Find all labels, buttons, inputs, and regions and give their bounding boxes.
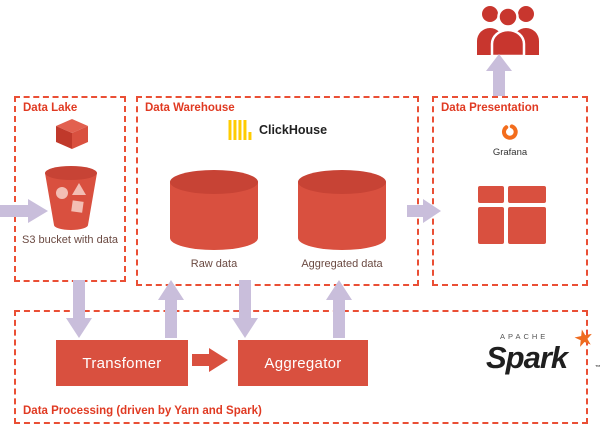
data-presentation-box: Data Presentation Grafana <box>432 96 588 286</box>
aggregated-data-caption: Aggregated data <box>301 258 383 270</box>
aggregated-data-cylinder-icon <box>298 170 386 250</box>
transformer-node: Transfomer <box>56 340 188 386</box>
aggregator-node: Aggregator <box>238 340 368 386</box>
clickhouse-label: ClickHouse <box>258 123 328 137</box>
raw-data-cylinder-icon <box>170 170 258 250</box>
arrow-s3-to-transformer <box>66 280 92 338</box>
data-lake-box: Data Lake S3 bucket with data <box>14 96 126 282</box>
grafana-flame-icon <box>502 124 518 140</box>
users-icon <box>477 6 539 56</box>
clickhouse-logo: ClickHouse <box>227 120 328 140</box>
data-processing-box: Data Processing (driven by Yarn and Spar… <box>14 310 588 424</box>
arrow-inflow-to-data-lake <box>0 199 48 223</box>
data-warehouse-box: Data Warehouse ClickHouse Raw data Agg <box>136 96 419 286</box>
spark-label: Spark <box>486 340 568 375</box>
arrow-transformer-to-raw-data <box>158 280 184 338</box>
data-warehouse-title: Data Warehouse <box>145 102 235 114</box>
dashboard-icon <box>478 186 546 244</box>
arrow-warehouse-to-presentation <box>407 199 441 223</box>
grafana-logo: Grafana <box>493 122 527 158</box>
spark-star-icon: ★ <box>572 326 595 352</box>
arrow-raw-data-to-aggregator <box>232 280 258 338</box>
grafana-label: Grafana <box>492 147 528 158</box>
data-processing-title: Data Processing (driven by Yarn and Spar… <box>23 405 262 417</box>
arrow-transformer-to-aggregator <box>192 348 228 372</box>
spark-wordmark: Spark★ ™ <box>486 326 600 375</box>
raw-data-caption: Raw data <box>190 258 238 270</box>
aws-s3-logo-icon <box>56 119 88 149</box>
spark-apache-label: APACHE <box>500 332 549 341</box>
spark-logo: APACHE Spark★ ™ <box>486 326 600 375</box>
clickhouse-bars-icon <box>227 120 251 140</box>
data-lake-title: Data Lake <box>23 102 78 114</box>
arrow-aggregator-to-aggregated-data <box>326 280 352 338</box>
arrow-presentation-to-users <box>486 54 512 96</box>
spark-trademark: ™ <box>595 364 600 371</box>
s3-bucket-icon <box>45 166 97 230</box>
data-presentation-title: Data Presentation <box>441 102 539 114</box>
s3-caption: S3 bucket with data <box>21 234 118 246</box>
